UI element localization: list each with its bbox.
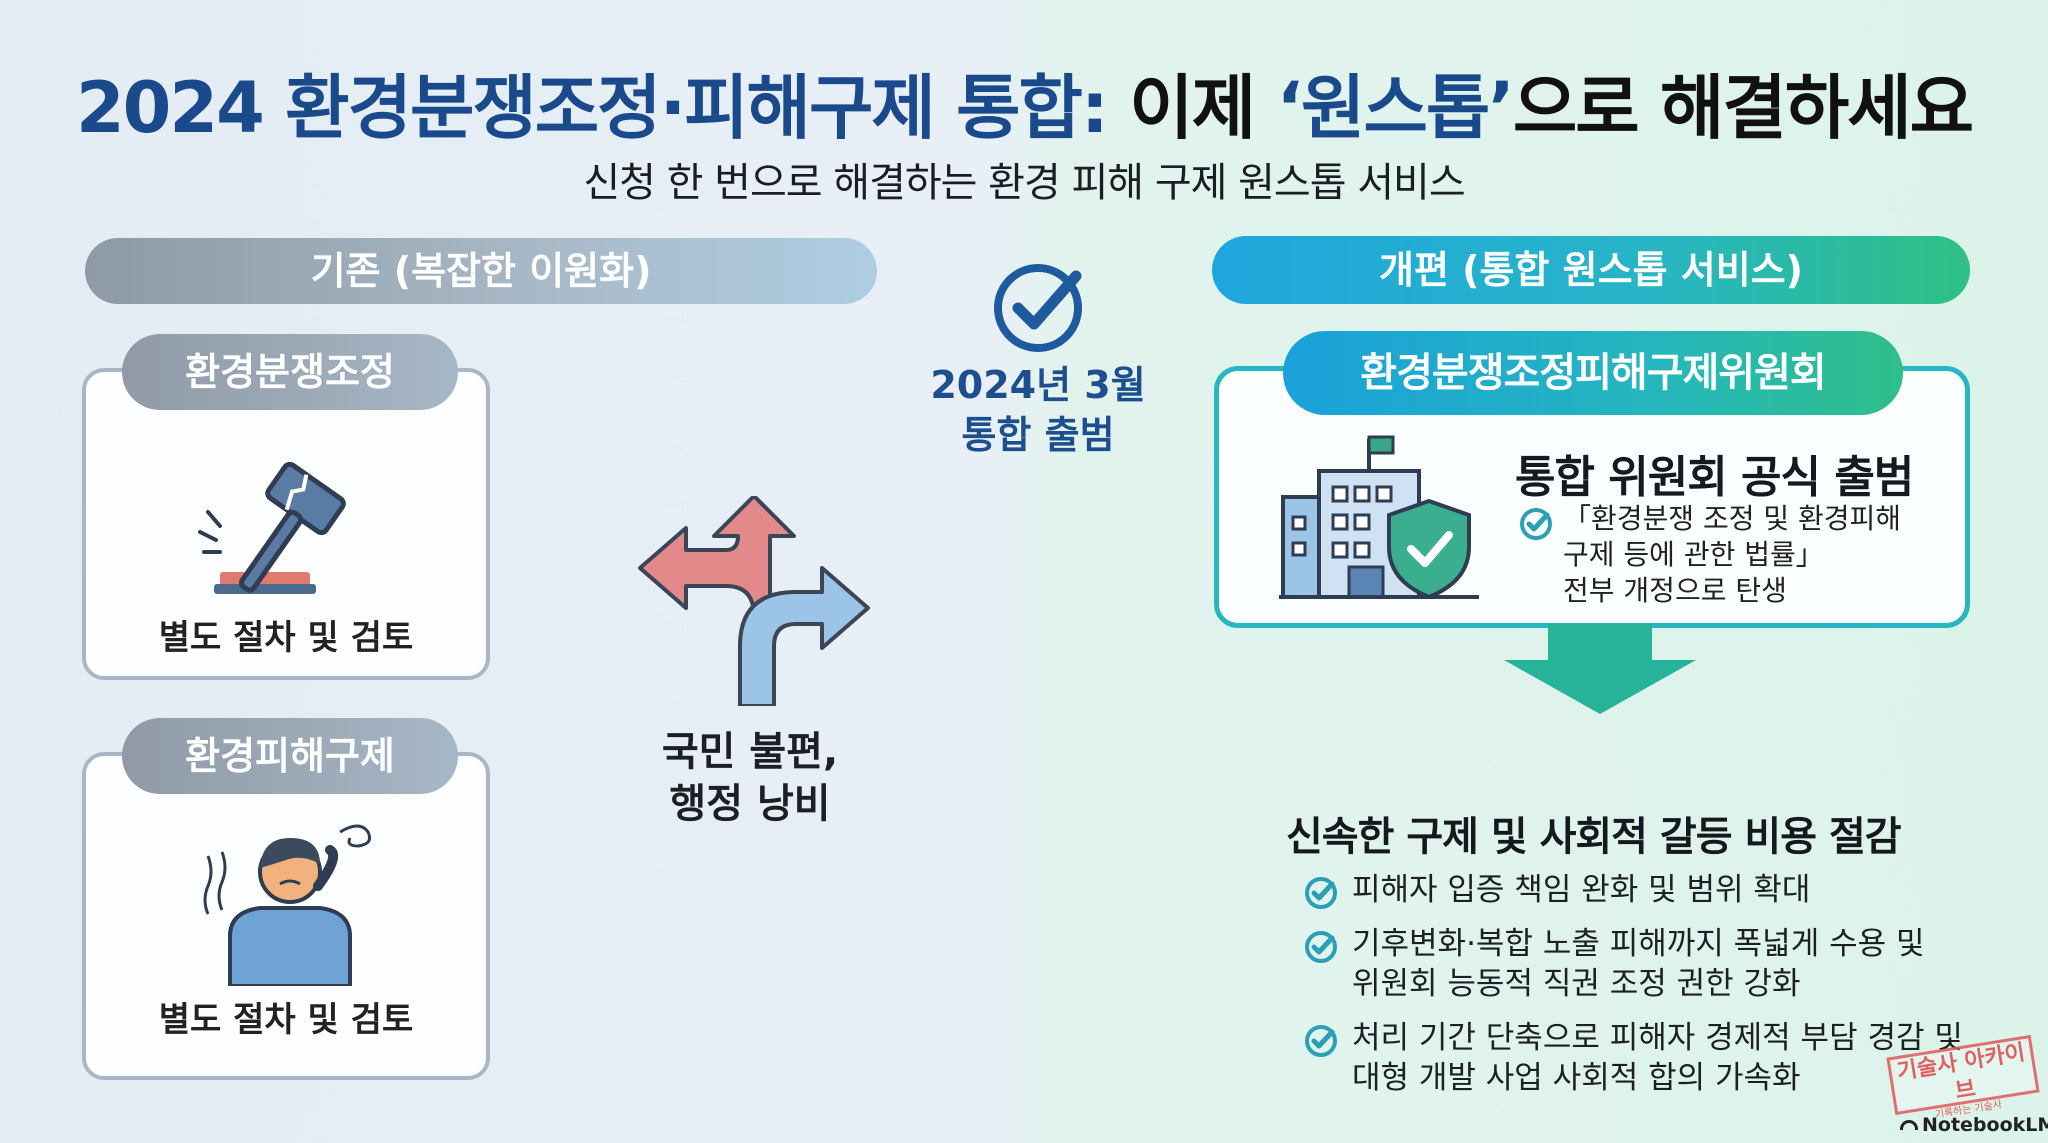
benefit-item: 피해자 입증 책임 완화 및 범위 확대 <box>1304 870 1984 910</box>
title-part-4: 으로 해결하세요 <box>1512 67 1974 149</box>
law-line-3: 전부 개정으로 탄생 <box>1563 574 1787 607</box>
benefit-item: 기후변화·복합 노출 피해까지 폭넓게 수용 및 위원회 능동적 직권 조정 권… <box>1304 924 1984 1004</box>
result-heading: 신속한 구제 및 사회적 갈등 비용 절감 <box>1286 814 1902 860</box>
title-part-2: 이제 <box>1129 67 1277 149</box>
page-title: 2024 환경분쟁조정·피해구제 통합: 이제 ‘원스톱’으로 해결하세요 <box>0 52 2048 153</box>
damage-relief-card: 환경피해구제 별도 절차 및 검토 <box>82 718 490 1080</box>
stressed-person-icon <box>203 824 372 986</box>
check-icon <box>1305 1025 1337 1057</box>
burden-line-2: 행정 낭비 <box>669 781 831 827</box>
dispute-mediation-caption: 별도 절차 및 검토 <box>158 618 414 658</box>
benefit-line: 처리 기간 단축으로 피해자 경제적 부담 경감 및 <box>1352 1020 1963 1056</box>
damage-relief-caption: 별도 절차 및 검토 <box>158 1000 414 1040</box>
burden-line-1: 국민 불편, <box>661 729 839 775</box>
check-icon <box>1520 508 1552 540</box>
split-arrows-icon <box>638 496 870 706</box>
gavel-icon <box>198 461 346 594</box>
check-circle-icon <box>994 264 1082 352</box>
watermark-text: NotebookLM <box>1922 1114 2048 1136</box>
benefit-line: 위원회 능동적 직권 조정 권한 강화 <box>1352 966 1801 1002</box>
notebooklm-watermark: NotebookLM <box>1900 1114 2048 1136</box>
benefit-list: 피해자 입증 책임 완화 및 범위 확대 기후변화·복합 노출 피해까지 폭넓게… <box>1304 870 1984 1112</box>
dispute-mediation-card: 환경분쟁조정 별도 절차 및 검토 <box>82 334 490 680</box>
benefit-line: 피해자 입증 책임 완화 및 범위 확대 <box>1352 872 1811 908</box>
page-subtitle: 신청 한 번으로 해결하는 환경 피해 구제 원스톱 서비스 <box>583 160 1465 206</box>
check-icon <box>1305 877 1337 909</box>
benefit-line: 대형 개발 사업 사회적 합의 가속화 <box>1352 1060 1801 1096</box>
title-part-1: 2024 환경분쟁조정·피해구제 통합: <box>75 67 1130 149</box>
benefit-line: 기후변화·복합 노출 피해까지 폭넓게 수용 및 <box>1352 926 1925 962</box>
down-arrow-icon <box>1504 624 1696 714</box>
launch-date: 2024년 3월 통합 출범 <box>900 360 1176 460</box>
law-line-2: 구제 등에 관한 법률」 <box>1563 538 1824 571</box>
committee-tab: 환경분쟁조정피해구제위원회 <box>1283 331 1903 415</box>
committee-heading: 통합 위원회 공식 출범 <box>1515 452 1914 503</box>
legacy-system-pill: 기존 (복잡한 이원화) <box>85 238 877 304</box>
reform-pill: 개편 (통합 원스톱 서비스) <box>1212 236 1970 304</box>
burden-text: 국민 불편, 행정 낭비 <box>600 726 900 830</box>
committee-card: 환경분쟁조정피해구제위원회 통합 위원회 공식 출범 「환경분쟁 조정 및 환경… <box>1214 331 1970 628</box>
dispute-mediation-tab: 환경분쟁조정 <box>122 334 458 410</box>
building-shield-icon <box>1279 435 1479 600</box>
check-icon <box>1305 931 1337 963</box>
title-part-3: ‘원스톱’ <box>1276 67 1514 149</box>
damage-relief-tab: 환경피해구제 <box>122 718 458 794</box>
benefit-item: 처리 기간 단축으로 피해자 경제적 부담 경감 및 대형 개발 사업 사회적 … <box>1304 1018 1984 1098</box>
notebooklm-logo-icon <box>1900 1120 1918 1130</box>
launch-date-line-2: 통합 출범 <box>961 413 1115 457</box>
launch-date-line-1: 2024년 3월 <box>930 363 1146 407</box>
law-line-1: 「환경분쟁 조정 및 환경피해 <box>1563 502 1902 535</box>
